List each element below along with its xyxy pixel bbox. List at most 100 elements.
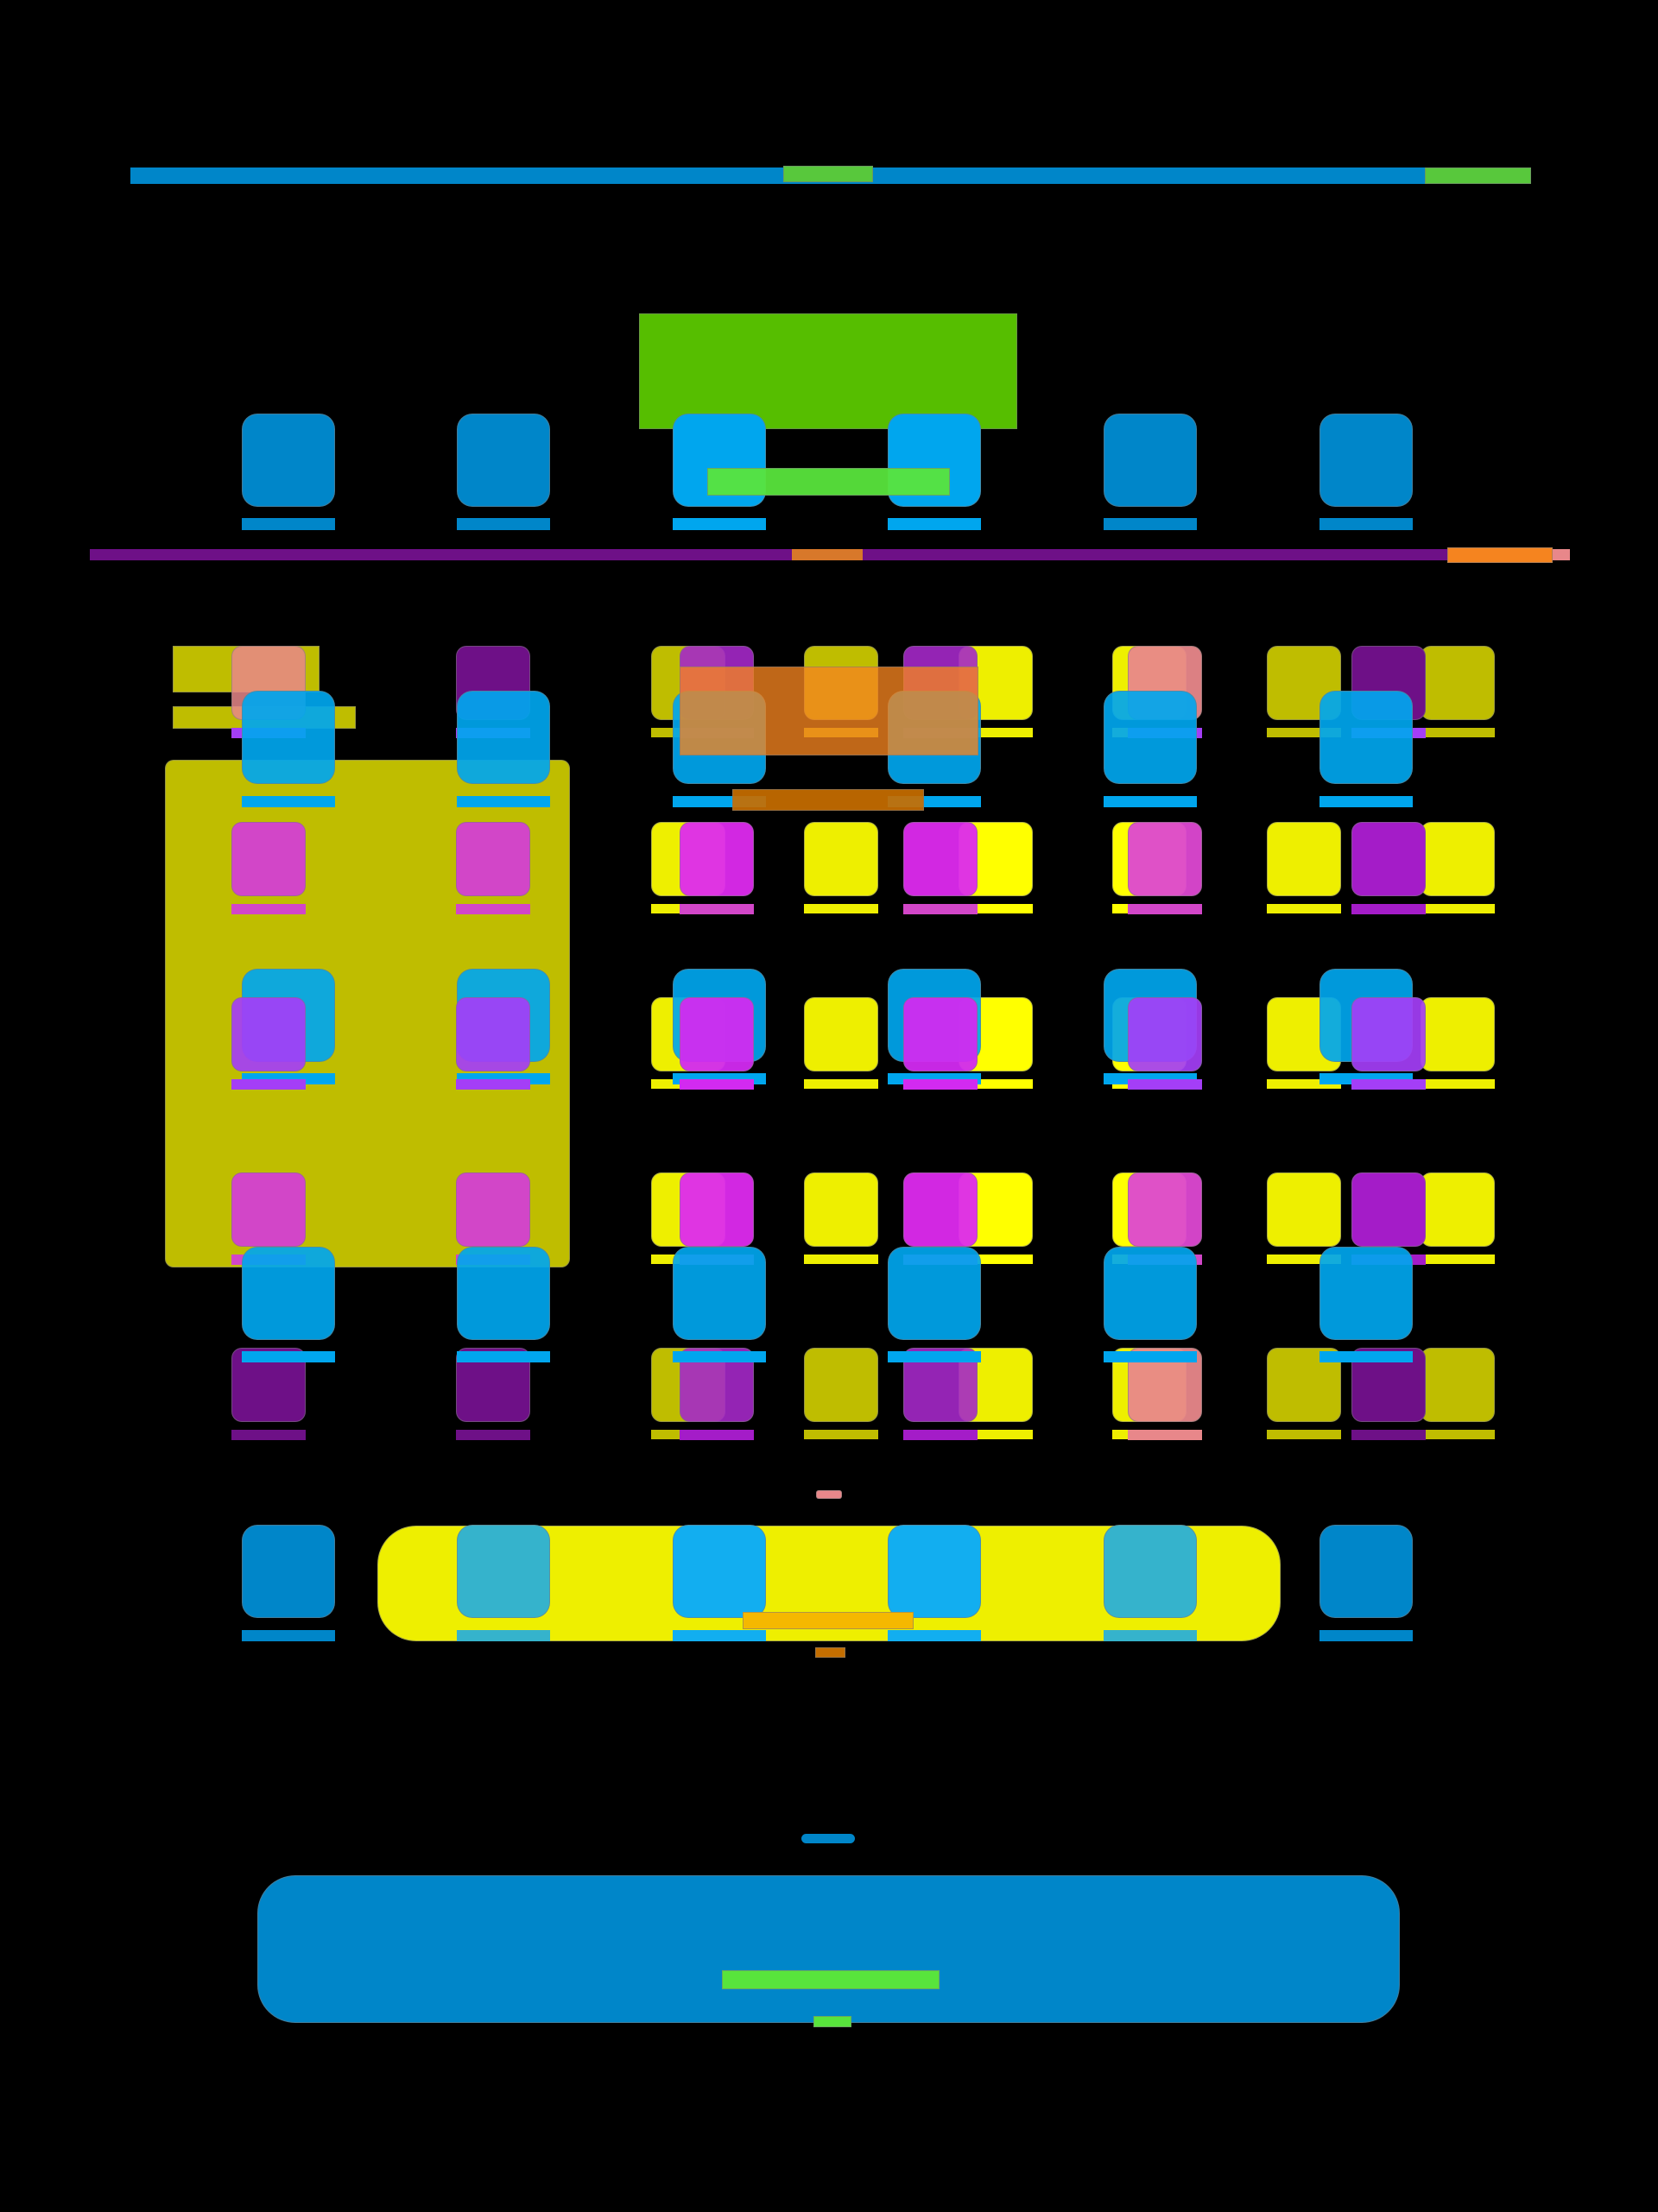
app-label-bar [1104,796,1197,807]
grid-tile-label [680,1430,754,1440]
grid-tile[interactable] [680,997,754,1071]
grid-tile[interactable] [680,1172,754,1247]
search-pill-indicator [815,1647,845,1658]
grid-tile-label [1267,1430,1341,1439]
top-progress-indicator[interactable] [783,166,873,182]
top-widget-card[interactable] [639,313,1017,429]
grid-tile[interactable] [1351,997,1426,1071]
grid-tile[interactable] [1128,822,1202,896]
grid-tile[interactable] [1267,1172,1341,1247]
app-icon[interactable] [1319,691,1413,784]
grid-tile[interactable] [680,822,754,896]
grid-tile[interactable] [1351,822,1426,896]
app-label-bar [457,1630,550,1641]
grid-tile-label [1421,904,1495,913]
app-label-bar [242,1351,335,1362]
app-label-bar [242,796,335,807]
app-icon[interactable] [242,1525,335,1618]
app-label-bar [1319,1351,1413,1362]
grid-tile[interactable] [231,997,306,1071]
app-icon[interactable] [457,1247,550,1340]
grid-tile-label [1421,1255,1495,1264]
app-icon[interactable] [242,691,335,784]
grid-tile[interactable] [456,997,530,1071]
grid-tile[interactable] [456,822,530,896]
app-icon[interactable] [242,414,335,507]
app-label-bar [457,1351,550,1362]
grid-tile[interactable] [804,1172,878,1247]
app-label-bar [457,796,550,807]
divider-end-marker[interactable] [1447,547,1553,563]
grid-tile-label [231,1079,306,1090]
app-icon[interactable] [457,414,550,507]
grid-tile[interactable] [1351,1172,1426,1247]
bottom-card-indicator [813,2016,851,2027]
context-popover[interactable] [680,667,978,755]
grid-tile[interactable] [903,1172,978,1247]
grid-tile[interactable] [456,1172,530,1247]
page-indicator-dot[interactable] [816,1490,842,1499]
grid-tile-label [959,1255,1033,1264]
grid-tile-label [1351,904,1426,914]
search-pill-button[interactable] [743,1612,914,1629]
app-icon[interactable] [457,691,550,784]
grid-tile-label [959,728,1033,737]
grid-tile-label [903,904,978,914]
app-label-bar [1319,518,1413,530]
app-icon[interactable] [1319,414,1413,507]
grid-tile-label [1421,1430,1495,1439]
app-icon[interactable] [888,1525,981,1618]
context-popover-button[interactable] [732,789,924,811]
app-label-bar [242,1630,335,1641]
grid-tile[interactable] [1421,646,1495,720]
grid-tile[interactable] [1128,997,1202,1071]
grid-tile[interactable] [1421,1172,1495,1247]
divider-end-dot [1553,549,1570,560]
app-icon[interactable] [673,1247,766,1340]
grid-tile-label [231,904,306,914]
app-icon[interactable] [1104,1525,1197,1618]
grid-tile-label [1267,1255,1341,1264]
grid-tile[interactable] [903,997,978,1071]
app-icon[interactable] [1104,1247,1197,1340]
top-progress-end-marker[interactable] [1425,167,1531,184]
grid-tile-label [456,1079,530,1090]
app-label-bar [1104,1630,1197,1641]
app-icon[interactable] [888,1247,981,1340]
bottom-card[interactable] [257,1875,1400,2023]
app-icon[interactable] [673,1525,766,1618]
app-icon[interactable] [1104,691,1197,784]
grid-tile-label [903,1079,978,1090]
app-icon[interactable] [457,1525,550,1618]
grid-tile-label [456,1430,530,1440]
grid-tile[interactable] [804,997,878,1071]
home-indicator[interactable] [801,1834,855,1843]
grid-tile[interactable] [231,822,306,896]
grid-tile[interactable] [1421,997,1495,1071]
grid-tile-label [959,904,1033,913]
grid-tile[interactable] [1421,1348,1495,1422]
grid-tile[interactable] [903,822,978,896]
app-icon[interactable] [242,1247,335,1340]
app-icon[interactable] [1319,1525,1413,1618]
divider-indicator[interactable] [792,549,863,560]
app-label-bar [1104,1351,1197,1362]
app-label-bar [242,518,335,530]
bottom-card-button[interactable] [722,1970,940,1989]
app-label-bar [673,518,766,530]
grid-tile[interactable] [804,822,878,896]
grid-tile[interactable] [804,1348,878,1422]
app-icon[interactable] [1104,414,1197,507]
grid-tile-label [456,904,530,914]
grid-tile-label [1267,728,1341,737]
grid-tile[interactable] [231,1172,306,1247]
top-widget-button[interactable] [707,468,950,496]
app-icon[interactable] [1319,1247,1413,1340]
grid-tile[interactable] [1267,822,1341,896]
app-label-bar [1319,796,1413,807]
grid-tile[interactable] [1421,822,1495,896]
app-label-bar [1104,518,1197,530]
grid-tile[interactable] [1128,1172,1202,1247]
grid-tile-label [1267,904,1341,913]
grid-tile-label [680,904,754,914]
